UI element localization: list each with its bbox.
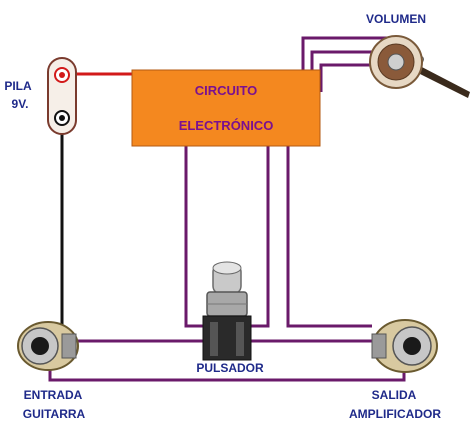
- circuit-box: [131, 69, 321, 147]
- battery-label-line2: 9V.: [12, 97, 29, 111]
- input-jack-icon: [17, 321, 79, 371]
- circuit-title-line1: CIRCUITO: [195, 83, 258, 98]
- footswitch-icon: [202, 261, 252, 361]
- switch-label: PULSADOR: [196, 361, 264, 375]
- output-label-line1: SALIDA: [372, 388, 417, 402]
- wire-output-1: [286, 146, 372, 328]
- input-label-line2: GUITARRA: [23, 407, 86, 421]
- potentiometer-icon: [369, 35, 470, 98]
- wire-switch-2: [248, 146, 270, 328]
- output-label-line2: AMPLIFICADOR: [349, 407, 441, 421]
- battery-icon: [47, 57, 77, 135]
- wire-ground-bottom: [48, 364, 406, 382]
- input-label-line1: ENTRADA: [24, 388, 83, 402]
- battery-label-line1: PILA: [4, 79, 32, 93]
- output-jack-icon: [371, 319, 438, 373]
- wire-switch-1: [184, 146, 205, 328]
- volume-label: VOLUMEN: [366, 12, 426, 26]
- wires: [48, 36, 406, 382]
- wire-volume-3: [319, 63, 378, 92]
- circuit-title-line2: ELECTRÓNICO: [179, 118, 274, 133]
